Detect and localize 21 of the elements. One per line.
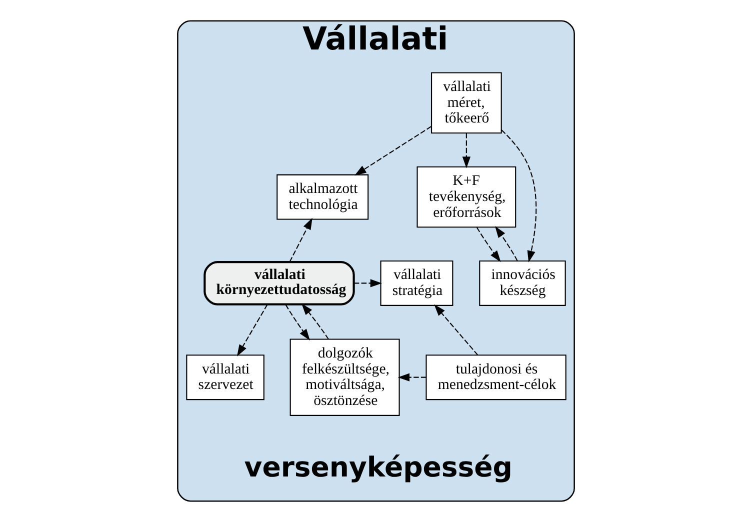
arrow xyxy=(500,130,536,262)
node-box: vállalati méret, tőkeerő xyxy=(430,72,502,134)
arrow xyxy=(397,373,426,382)
arrow xyxy=(434,304,478,356)
arrow xyxy=(462,133,470,168)
node-box: innovációs készség xyxy=(478,260,566,306)
node-box: alkalmazott technológia xyxy=(276,174,368,220)
node-box: vállalati stratégia xyxy=(380,260,453,306)
arrow xyxy=(284,304,310,341)
node-box: vállalati szervezet xyxy=(186,354,264,400)
node-box: K+F tevékenység, erőforrások xyxy=(416,166,516,228)
arrow xyxy=(288,218,312,262)
arrow xyxy=(494,226,518,262)
arrow xyxy=(353,279,382,288)
node-box: tulajdonosi és menedzsment-célok xyxy=(425,354,566,400)
arrow xyxy=(236,304,268,356)
node-box: dolgozók felkészültsége, motiváltsága, ösztönzése xyxy=(289,338,400,416)
arrow xyxy=(354,126,432,176)
arrow xyxy=(301,303,328,340)
arrow xyxy=(476,227,500,262)
node-box: vállalati környezettudatosság xyxy=(203,261,354,306)
